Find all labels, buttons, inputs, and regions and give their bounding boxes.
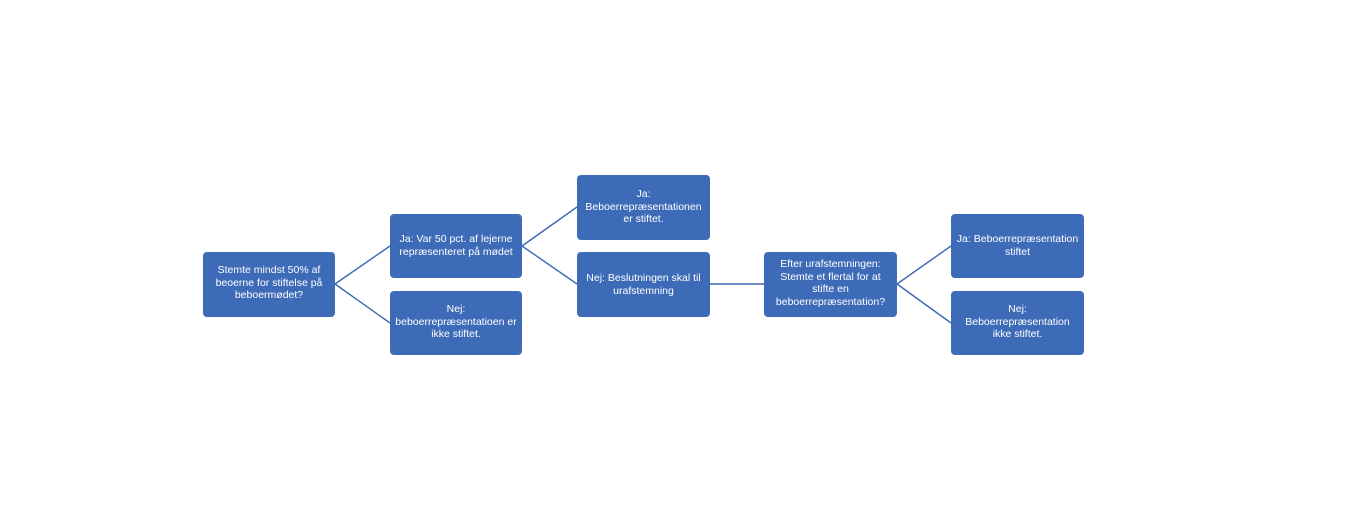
- node-ja-50pct-represented-text: Ja: Var 50 pct. af lejerne repræsenteret…: [399, 233, 513, 258]
- node-root-question-text: Stemte mindst 50% af beoerne for stiftel…: [215, 264, 323, 301]
- connector-root-to-ja: [334, 245, 391, 285]
- node-after-ballot-question-text: Efter urafstemningen: Stemte et flertal …: [775, 258, 886, 308]
- node-nej-ballot-text: Nej: Beslutningen skal til urafstemning: [586, 272, 701, 297]
- connector-after-to-nej-final: [896, 283, 952, 324]
- node-ja-founded-text: Ja: Beboerrepræsentationen er stiftet.: [585, 188, 702, 225]
- connector-ja50-to-nej-ballot: [521, 245, 578, 285]
- connector-ja50-to-ja-founded: [521, 206, 578, 247]
- node-nej-final: Nej: Beboerrepræsentation ikke stiftet.: [951, 291, 1084, 355]
- node-ja-founded: Ja: Beboerrepræsentationen er stiftet.: [577, 175, 710, 240]
- connector-root-to-nej: [334, 283, 391, 324]
- node-nej-ballot: Nej: Beslutningen skal til urafstemning: [577, 252, 710, 317]
- node-after-ballot-question: Efter urafstemningen: Stemte et flertal …: [764, 252, 897, 317]
- connector-after-to-ja-final: [896, 245, 952, 285]
- node-ja-final-text: Ja: Beboerrepræsentation stiftet: [956, 233, 1079, 258]
- node-nej-not-founded: Nej: beboerrepræsentatioen er ikke stift…: [390, 291, 522, 355]
- node-root-question: Stemte mindst 50% af beoerne for stiftel…: [203, 252, 335, 317]
- node-ja-final: Ja: Beboerrepræsentation stiftet: [951, 214, 1084, 278]
- node-nej-final-text: Nej: Beboerrepræsentation ikke stiftet.: [965, 303, 1070, 340]
- node-nej-not-founded-text: Nej: beboerrepræsentatioen er ikke stift…: [395, 303, 517, 340]
- node-ja-50pct-represented: Ja: Var 50 pct. af lejerne repræsenteret…: [390, 214, 522, 278]
